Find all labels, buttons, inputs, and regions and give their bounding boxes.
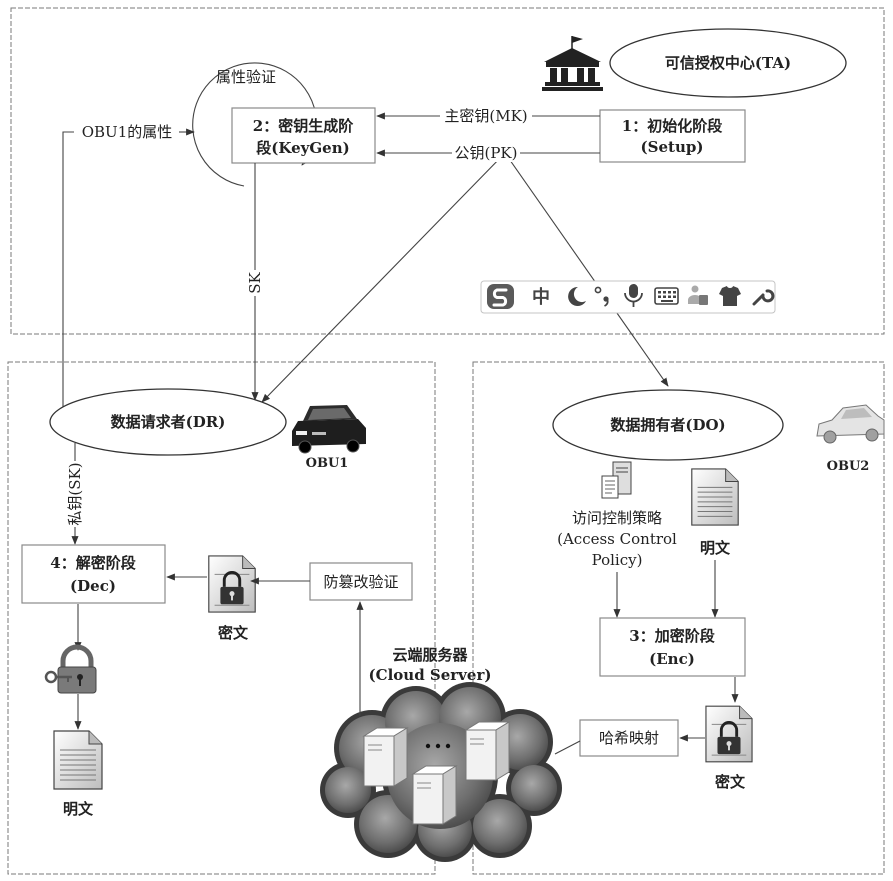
ime-toolbar: 中 — [481, 281, 775, 313]
obu1-label: OBU1 — [306, 456, 349, 471]
plaintext-document-icon-right — [692, 469, 738, 525]
ciphertext-document-icon-right — [706, 706, 752, 762]
bank-building-icon — [542, 36, 603, 91]
public-key-to-requester-arrow — [262, 153, 505, 402]
ciphertext-label-left: 密文 — [218, 624, 249, 642]
requester-label: 数据请求者(DR) — [111, 413, 226, 431]
setup-label-line1: 1：初始化阶段 — [622, 117, 722, 135]
enc-label-line2: (Enc) — [649, 650, 695, 668]
master-key-label: 主密钥(MK) — [444, 107, 527, 125]
secret-key-label: SK — [246, 271, 264, 293]
obu2-label: OBU2 — [827, 459, 870, 474]
car-icon-obu1 — [292, 405, 366, 453]
tamper-check-label: 防篡改验证 — [323, 573, 398, 591]
plaintext-document-icon-left — [54, 731, 102, 789]
dec-label-line1: 4：解密阶段 — [50, 554, 135, 572]
ciphertext-label-right: 密文 — [715, 773, 746, 791]
cloud-label-line1: 云端服务器 — [392, 646, 468, 664]
public-key-label: 公钥(PK) — [454, 144, 517, 162]
private-key-label: 私钥(SK) — [66, 462, 84, 525]
attribute-verification-label: 属性验证 — [216, 68, 276, 86]
unlock-key-icon — [46, 647, 96, 693]
obu1-attributes-label: OBU1的属性 — [82, 123, 173, 141]
policy-label-line1: 访问控制策略 — [572, 509, 662, 527]
server-icon-2 — [466, 722, 509, 780]
hash-mapping-label: 哈希映射 — [599, 729, 659, 747]
ciphertext-document-icon-left — [209, 556, 255, 612]
ellipsis-dots — [426, 744, 450, 748]
dec-label-line2: (Dec) — [70, 577, 116, 595]
policy-label-line3: Policy) — [592, 551, 643, 569]
ta-label: 可信授权中心(TA) — [665, 54, 791, 72]
server-icon-1 — [364, 728, 407, 786]
chinese-mode-button[interactable]: 中 — [532, 286, 550, 308]
keygen-label-line1: 2：密钥生成阶 — [253, 117, 354, 135]
keygen-label-line2: 段(KeyGen) — [256, 139, 349, 157]
public-key-to-owner-arrow — [505, 153, 668, 386]
setup-label-line2: (Setup) — [641, 138, 704, 156]
policy-label-line2: (Access Control — [557, 530, 677, 548]
car-icon-obu2 — [817, 405, 884, 443]
cloud-label-line2: (Cloud Server) — [369, 666, 492, 684]
plaintext-label-right: 明文 — [700, 539, 731, 557]
sogou-logo-icon[interactable] — [487, 284, 514, 309]
access-policy-icon — [602, 462, 631, 498]
obu1-attributes-line — [63, 132, 74, 407]
plaintext-label-left: 明文 — [63, 800, 94, 818]
owner-label: 数据拥有者(DO) — [610, 416, 725, 434]
server-icon-3 — [413, 766, 456, 824]
hash-to-cloud-line — [555, 741, 580, 754]
enc-label-line1: 3：加密阶段 — [629, 627, 714, 645]
